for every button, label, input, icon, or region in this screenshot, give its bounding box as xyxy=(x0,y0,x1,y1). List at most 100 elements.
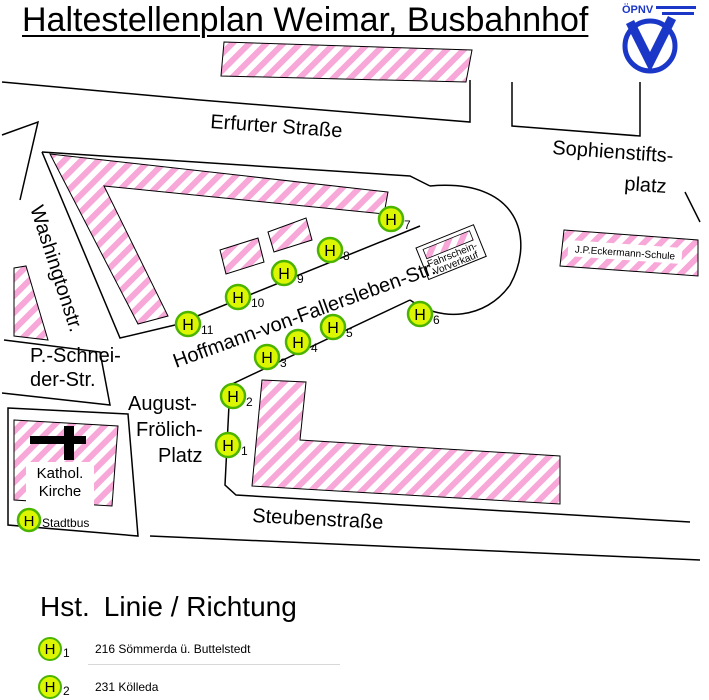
curb-east xyxy=(684,191,701,223)
building-west-edge xyxy=(13,265,49,341)
oepnv-logo: ÖPNV xyxy=(622,3,696,74)
curb-schneider xyxy=(1,339,111,406)
bus-stop-circle xyxy=(316,236,344,264)
curb-south-platform xyxy=(224,299,691,523)
buildings xyxy=(13,41,699,507)
curb-block-north xyxy=(41,151,431,187)
church-label-bg xyxy=(26,462,94,506)
stadtbus-stop[interactable]: H Stadtbus xyxy=(16,507,89,533)
bus-stop-letter: H xyxy=(327,320,339,337)
street-schneider-2: der-Str. xyxy=(30,369,96,391)
bus-stop-circle xyxy=(270,259,298,287)
legend-row: H 1 216 Sömmerda ü. Buttelstedt xyxy=(38,636,250,662)
curb-church-block xyxy=(7,407,139,537)
bus-stop-number: 11 xyxy=(201,323,214,337)
stadtbus-stop-letter: H xyxy=(24,513,35,530)
bus-stop-circle xyxy=(377,205,405,233)
bus-stop-letter: H xyxy=(232,290,244,307)
bus-stop-number: 7 xyxy=(404,218,411,232)
legend-stop-number: 1 xyxy=(63,646,70,660)
bus-stop-number: 2 xyxy=(246,395,253,409)
curb-washington-west xyxy=(1,120,40,201)
legend-col-stop: Hst. xyxy=(40,591,90,622)
bus-stop-circle xyxy=(406,300,434,328)
bus-stop-letter: H xyxy=(227,389,239,406)
bus-stop-letter: H xyxy=(414,307,426,324)
bus-stop-11[interactable]: H 11 xyxy=(174,310,214,338)
street-steuben: Steubenstraße xyxy=(252,505,384,534)
bus-stop-number: 9 xyxy=(297,272,304,286)
church-label-1: Kathol. xyxy=(37,465,84,482)
page-title: Haltestellenplan Weimar, Busbahnhof xyxy=(22,1,589,39)
bus-stop-number: 1 xyxy=(241,444,248,458)
bus-stop-number: 10 xyxy=(251,296,265,310)
curb-sophien-north xyxy=(511,82,641,137)
street-lines xyxy=(1,80,701,561)
legend-row: H 2 231 Kölleda xyxy=(38,674,158,700)
legend-stop-letter: H xyxy=(44,678,56,696)
church-cross-icon xyxy=(30,426,86,460)
street-august-1: August- xyxy=(128,393,197,415)
street-august-3: Platz xyxy=(158,445,202,467)
bus-stop-circle xyxy=(253,343,281,371)
bus-stop-letter: H xyxy=(261,350,273,367)
legend-line-text: 231 Kölleda xyxy=(95,680,159,694)
bus-stop-number: 4 xyxy=(311,341,318,355)
bus-stop-circle xyxy=(224,283,252,311)
legend-divider xyxy=(88,664,340,665)
legend-stop-icon: H xyxy=(38,637,62,661)
legend-col-line: Linie / Richtung xyxy=(103,591,297,622)
street-schneider-1: P.-Schnei- xyxy=(30,345,121,367)
bus-stop-number: 3 xyxy=(280,356,287,370)
street-erfurter: Erfurter Straße xyxy=(210,111,343,142)
curb-loop xyxy=(409,184,522,316)
stadtbus-label: Stadtbus xyxy=(42,516,89,530)
bus-stop-circle xyxy=(284,328,312,356)
legend-line-text: 216 Sömmerda ü. Buttelstedt xyxy=(95,642,251,656)
building-north xyxy=(220,41,473,83)
school-label-bg xyxy=(567,240,683,264)
building-small-2 xyxy=(267,217,313,253)
bus-stop-circle xyxy=(219,382,247,410)
church-label-2: Kirche xyxy=(39,483,82,500)
building-small-1 xyxy=(219,237,265,275)
legend-stop-icon: H xyxy=(38,675,62,699)
bus-stop-10[interactable]: H 10 xyxy=(224,283,265,311)
bus-stop-circle xyxy=(214,431,242,459)
street-sophien-1: Sophienstifts- xyxy=(552,137,674,167)
bus-stop-letter: H xyxy=(324,243,336,260)
curb-platform-north xyxy=(174,225,421,326)
curb-block-west xyxy=(41,151,176,339)
street-sophien-2: platz xyxy=(624,173,668,198)
logo-text: ÖPNV xyxy=(622,3,654,16)
bus-stop-letter: H xyxy=(182,317,194,334)
bus-stop-number: 5 xyxy=(346,326,353,340)
bus-stop-letter: H xyxy=(222,438,234,455)
bus-stop-letter: H xyxy=(278,266,290,283)
building-west-block xyxy=(49,153,389,325)
bus-stop-number: 8 xyxy=(343,249,350,263)
bus-stop-circle xyxy=(174,310,202,338)
street-hoffmann: Hoffmann-von-Fallersleben-Str. xyxy=(170,257,438,373)
bus-stop-letter: H xyxy=(385,212,397,229)
building-south-block xyxy=(251,379,561,505)
bus-stop-letter: H xyxy=(292,335,304,352)
bus-stop-circle xyxy=(319,313,347,341)
curb-steuben-south xyxy=(149,535,701,561)
street-august-2: Frölich- xyxy=(136,419,203,441)
bus-stop-number: 6 xyxy=(433,313,440,327)
legend-header: Hst. Linie / Richtung xyxy=(40,590,311,624)
legend-stop-letter: H xyxy=(44,640,56,658)
curb-erfurter-north xyxy=(1,80,471,123)
